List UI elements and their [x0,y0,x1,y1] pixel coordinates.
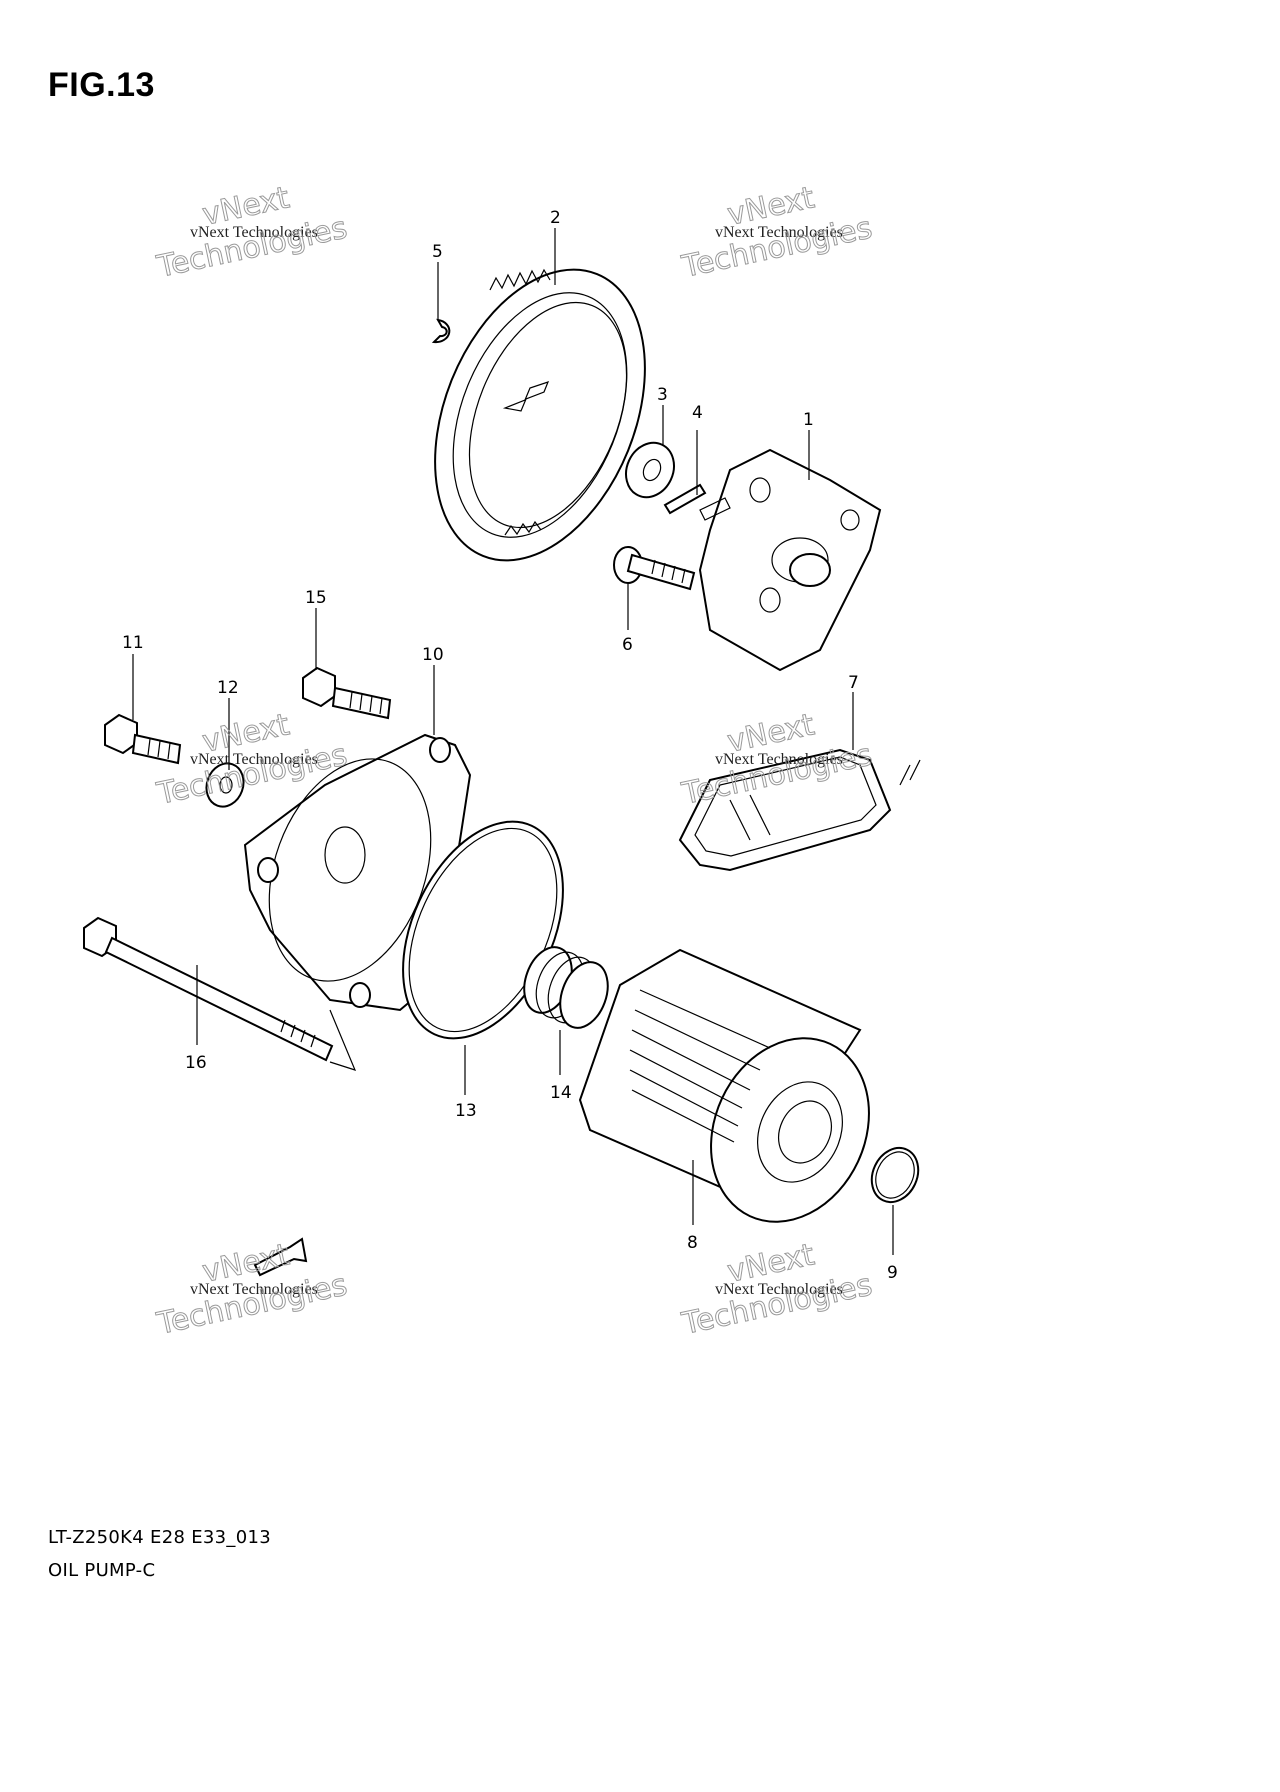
svg-text:vNext Technologies: vNext Technologies [190,224,318,241]
svg-text:vNext Technologies: vNext Technologies [715,751,843,768]
model-code: LT-Z250K4 E28 E33_013 [48,1527,271,1548]
callout-3: 3 [657,385,668,405]
svg-text:vNext Technologies: vNext Technologies [715,1281,843,1298]
callout-6: 6 [622,635,633,655]
callout-14: 14 [550,1083,572,1103]
cap-bolt-15 [302,666,392,720]
long-cap-bolt [83,916,357,1071]
callout-11: 11 [122,633,144,653]
oil-filter-element [578,948,870,1223]
figure-title: FIG.13 [48,66,155,104]
callout-16: 16 [185,1053,207,1073]
watermark-bottom-right: vNext vNext Technologies Technologies [678,1237,876,1343]
group-name: OIL PUMP-C [48,1560,156,1581]
pump-mounting-bolt [613,546,696,591]
cap-bolt-11 [104,713,182,765]
svg-text:vNext Technologies: vNext Technologies [190,751,318,768]
watermark-bottom-left: vNext vNext Technologies Technologies [153,1237,351,1343]
callout-1: 1 [803,410,814,430]
svg-text:vNext Technologies: vNext Technologies [190,1281,318,1298]
oil-pump-drive-gear [434,268,646,562]
callout-4: 4 [692,403,703,423]
callouts: 2 5 3 4 1 6 7 10 11 12 15 16 13 14 8 9 [122,208,898,1283]
o-ring-small [870,1146,920,1204]
callout-15: 15 [305,588,327,608]
callout-13: 13 [455,1101,477,1121]
oil-strainer [678,748,921,872]
watermark-top-right: vNext vNext Technologies Technologies [678,180,876,286]
svg-text:vNext Technologies: vNext Technologies [715,224,843,241]
cap-washer-12 [205,762,245,808]
oil-pump-assembly [698,448,882,672]
pin [663,483,707,515]
front-direction-arrow-icon [253,1237,308,1277]
circlip [431,318,451,344]
washer [625,441,675,499]
leader-lines [132,228,894,1255]
watermark-top-left: vNext vNext Technologies Technologies [153,180,351,286]
callout-5: 5 [432,242,443,262]
callout-7: 7 [848,673,859,693]
callout-8: 8 [687,1233,698,1253]
filter-spring [523,946,609,1029]
callout-10: 10 [422,645,444,665]
callout-9: 9 [887,1263,898,1283]
callout-12: 12 [217,678,239,698]
callout-2: 2 [550,208,561,228]
